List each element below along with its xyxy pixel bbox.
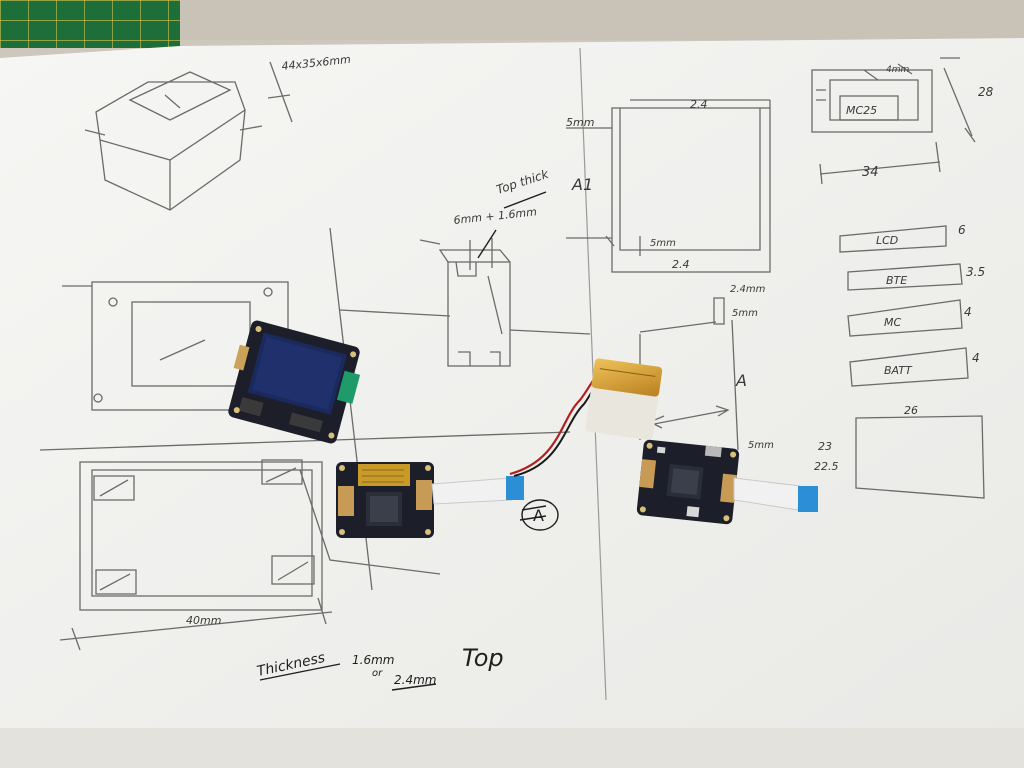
stack-mc-height: 4 <box>964 305 972 319</box>
stack-batt-label: BATT <box>884 364 913 377</box>
note-left-width: 40mm <box>186 614 221 627</box>
ribbon-tip-right <box>798 486 818 512</box>
usb-port <box>704 445 722 458</box>
stack-bte-height: 3.5 <box>966 265 985 279</box>
note-right-box-small: 4mm <box>886 65 909 75</box>
antenna-trace <box>358 464 410 486</box>
bluetooth-board <box>336 462 434 538</box>
note-thickness-b: 2.4mm <box>394 673 436 687</box>
note-circled-label: A <box>533 506 544 525</box>
note-box-top-dim: 2.4 <box>690 98 708 111</box>
note-top-label: Top <box>462 644 504 672</box>
oled-green-connector <box>336 370 361 404</box>
stack-mc-label: MC <box>884 316 901 329</box>
note-top-thick-label: A1 <box>571 175 593 194</box>
pencil-sketches <box>39 57 985 651</box>
note-rect-width: 26 <box>904 404 918 417</box>
note-right-box-height: 28 <box>978 85 994 99</box>
paper-sheet <box>0 38 1024 740</box>
note-box-side-dim: 5mm <box>566 116 594 129</box>
stack-lcd-height: 6 <box>958 223 966 237</box>
note-box-inner-dim: 5mm <box>650 238 676 249</box>
note-thickness-a: 1.6mm <box>352 653 394 667</box>
oled-module <box>228 320 361 444</box>
wood-surface <box>180 0 1024 40</box>
ribbon-tip-left <box>506 476 524 500</box>
cutting-mat <box>0 0 180 48</box>
stack-bte-label: BTE <box>886 274 907 287</box>
lipo-battery <box>585 358 663 441</box>
pen-marks <box>259 191 559 691</box>
note-right-box-width: 34 <box>862 165 879 180</box>
note-right-box-mc: MC25 <box>846 104 877 117</box>
page-fold <box>579 47 607 701</box>
note-rect-height-b: 22.5 <box>814 460 839 473</box>
paper-edge <box>0 728 1024 768</box>
stack-lcd-label: LCD <box>876 234 898 247</box>
note-mid-gap: 5mm <box>748 440 774 451</box>
note-post-dim: 2.4mm <box>730 284 766 295</box>
note-mid-label: A <box>735 371 747 390</box>
note-thickness-or: or <box>372 668 383 679</box>
note-box-bottom-dim: 2.4 <box>672 258 690 271</box>
stack-batt-height: 4 <box>972 351 980 365</box>
note-rect-height-a: 23 <box>818 440 832 453</box>
mcu-board <box>636 439 740 525</box>
note-post-height: 5mm <box>732 308 758 319</box>
